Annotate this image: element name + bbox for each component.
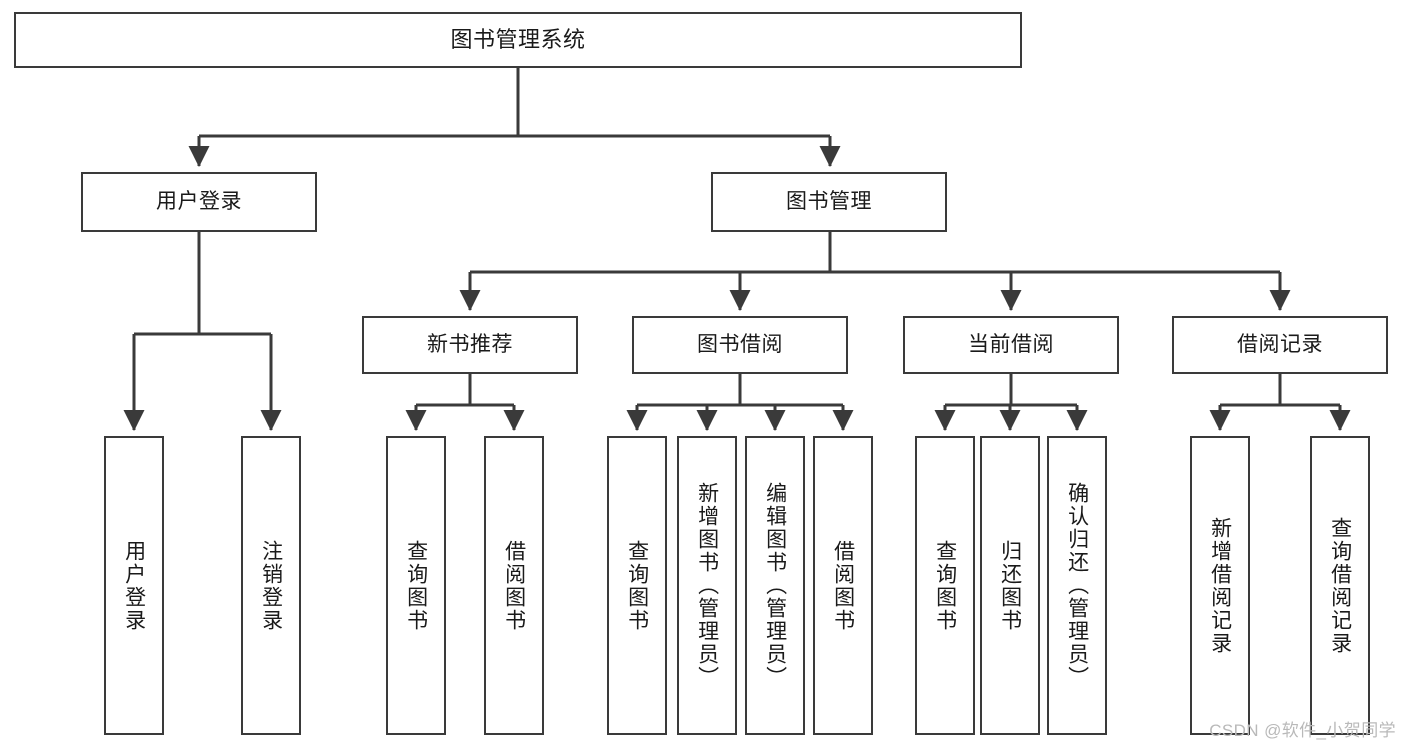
- node-book-management[interactable]: 图书管理: [711, 172, 947, 232]
- node-leaf-query-books-current[interactable]: 查询图书: [915, 436, 975, 735]
- node-book-borrowing[interactable]: 图书借阅: [632, 316, 848, 374]
- node-leaf-logout[interactable]: 注销登录: [241, 436, 301, 735]
- node-leaf-user-login[interactable]: 用户登录: [104, 436, 164, 735]
- node-label: 确认归还（管理员）: [1065, 482, 1089, 689]
- node-new-book-recommendation[interactable]: 新书推荐: [362, 316, 578, 374]
- node-label: 新增图书（管理员）: [695, 482, 719, 689]
- node-label: 新增借阅记录: [1208, 516, 1232, 655]
- node-leaf-confirm-return-admin[interactable]: 确认归还（管理员）: [1047, 436, 1107, 735]
- node-label: 图书管理系统: [450, 26, 586, 52]
- node-label: 图书管理: [786, 190, 872, 214]
- node-label: 借阅图书: [502, 539, 526, 632]
- node-leaf-query-borrow-record[interactable]: 查询借阅记录: [1310, 436, 1370, 735]
- node-leaf-add-book-admin[interactable]: 新增图书（管理员）: [677, 436, 737, 735]
- node-leaf-edit-book-admin[interactable]: 编辑图书（管理员）: [745, 436, 805, 735]
- node-label: 用户登录: [156, 190, 242, 214]
- node-label: 查询图书: [933, 539, 957, 632]
- node-label: 新书推荐: [427, 333, 513, 357]
- node-label: 图书借阅: [697, 333, 783, 357]
- node-label: 借阅记录: [1237, 333, 1323, 357]
- node-leaf-query-books-new[interactable]: 查询图书: [386, 436, 446, 735]
- node-leaf-add-borrow-record[interactable]: 新增借阅记录: [1190, 436, 1250, 735]
- node-label: 查询图书: [404, 539, 428, 632]
- node-leaf-borrow-books[interactable]: 借阅图书: [813, 436, 873, 735]
- node-leaf-return-books[interactable]: 归还图书: [980, 436, 1040, 735]
- node-book-management-system[interactable]: 图书管理系统: [14, 12, 1022, 68]
- node-leaf-borrow-books-new[interactable]: 借阅图书: [484, 436, 544, 735]
- node-label: 借阅图书: [831, 539, 855, 632]
- node-label: 编辑图书（管理员）: [763, 482, 787, 689]
- node-leaf-query-books-borrow[interactable]: 查询图书: [607, 436, 667, 735]
- node-label: 归还图书: [998, 539, 1022, 632]
- node-current-borrowing[interactable]: 当前借阅: [903, 316, 1119, 374]
- node-label: 注销登录: [259, 539, 283, 632]
- node-label: 用户登录: [122, 539, 146, 632]
- node-label: 当前借阅: [968, 333, 1054, 357]
- node-label: 查询图书: [625, 539, 649, 632]
- node-borrowing-records[interactable]: 借阅记录: [1172, 316, 1388, 374]
- node-label: 查询借阅记录: [1328, 516, 1352, 655]
- node-user-login[interactable]: 用户登录: [81, 172, 317, 232]
- watermark: CSDN @软件_小贺同学: [1209, 721, 1396, 740]
